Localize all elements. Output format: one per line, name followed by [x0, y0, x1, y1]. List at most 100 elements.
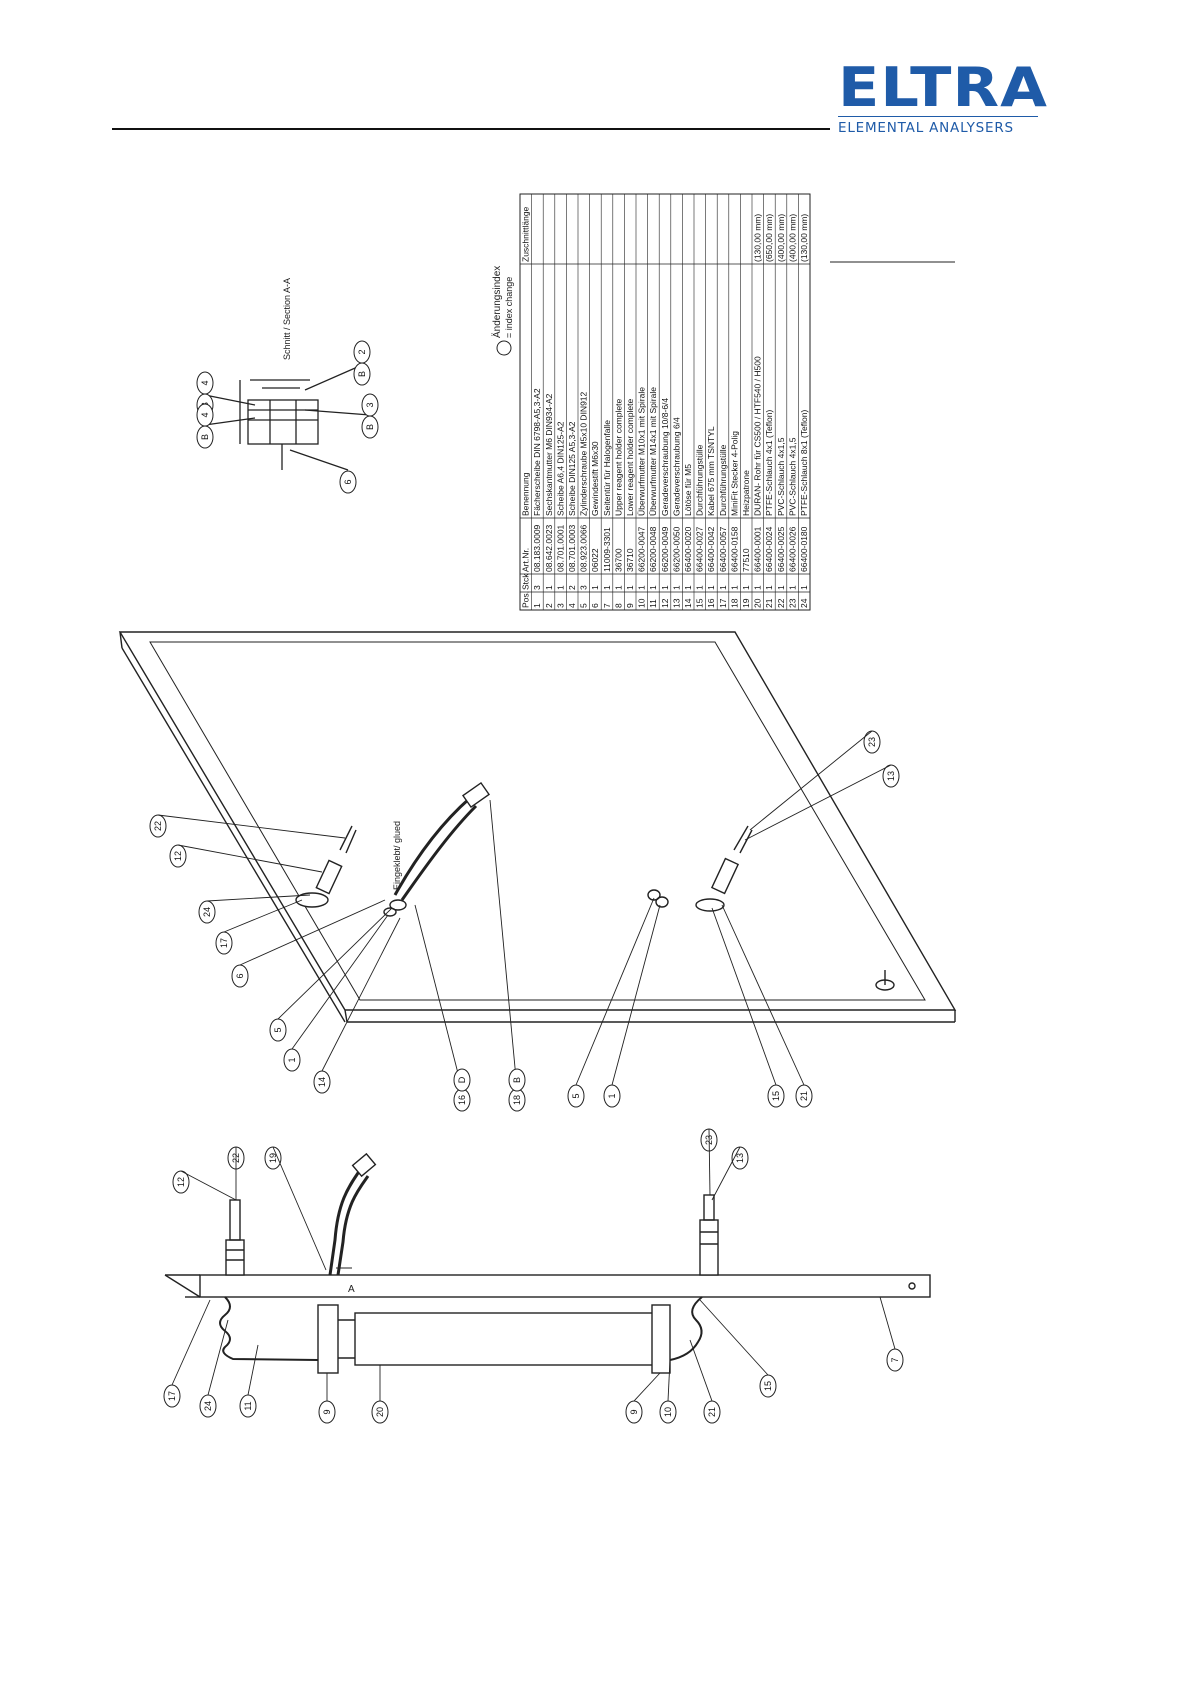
callout-label: 2	[357, 349, 367, 354]
callout-label: 15	[771, 1091, 781, 1101]
table-cell: 66200-0049	[660, 526, 670, 572]
callout-label: 20	[375, 1407, 385, 1417]
callout-bubble: 14	[313, 1070, 331, 1094]
table-header-cell: Zuschnittlänge	[521, 206, 531, 262]
callout-bubble: 21	[795, 1084, 813, 1108]
callout-leader	[414, 904, 463, 1090]
callout-label: 12	[176, 1177, 186, 1187]
panel-inner	[149, 641, 926, 1001]
table-cell: 15	[695, 598, 705, 608]
callout-leader	[744, 764, 892, 841]
callout-leader	[239, 899, 386, 966]
table-cell: Scheibe DIN125 A5,3-A2	[567, 421, 577, 516]
table-cell: 08.701.0001	[555, 524, 565, 572]
table-cell: Gewindestift M6x30	[590, 441, 600, 516]
table-cell: 7	[602, 603, 612, 608]
callout-label: B	[357, 371, 367, 377]
callout-leader	[879, 1296, 896, 1350]
callout-bubble: 12	[172, 1170, 190, 1194]
logo-word: ELTRA	[838, 56, 1049, 119]
callout-label: 22	[153, 821, 163, 831]
table-cell: (400,00 mm)	[787, 214, 797, 262]
callout-leader	[247, 1344, 259, 1396]
table-cell: 1	[544, 585, 554, 590]
table-header-cell: Stck	[521, 573, 531, 590]
table-cell: 23	[787, 598, 797, 608]
callout-label: 17	[167, 1391, 177, 1401]
table-cell: 11009-3301	[602, 527, 612, 572]
callout-label: 1	[287, 1057, 297, 1062]
callout-label: 1	[607, 1093, 617, 1098]
table-cell: 14	[683, 598, 693, 608]
legend-line2: = index change	[504, 277, 514, 338]
section-body	[247, 399, 319, 445]
callout-label: 24	[202, 907, 212, 917]
callout-bubble: 23	[863, 730, 881, 754]
callout-label: 15	[763, 1381, 773, 1391]
callout-leader	[489, 799, 518, 1090]
table-cell: Heizpatrone	[741, 470, 751, 516]
callout-leader	[177, 844, 323, 873]
callout-label: 16	[457, 1095, 467, 1105]
callout-label: 13	[886, 771, 896, 781]
callout-bubble: 9	[318, 1400, 336, 1424]
table-cell: 66400-0026	[787, 526, 797, 572]
legend: Änderungsindex = index change	[491, 266, 514, 356]
table-cell: 1	[602, 585, 612, 590]
table-cell: Scheibe A6,4 DIN125-A2	[555, 421, 565, 516]
table-cell: 24	[799, 598, 809, 608]
section-detail	[204, 364, 371, 471]
callout-label: 18	[512, 1095, 522, 1105]
table-cell: 1	[625, 585, 635, 590]
callout-bubble: 2	[353, 340, 371, 364]
table-cell: 66400-0057	[718, 526, 728, 572]
callout-bubble: B	[361, 415, 379, 439]
callout-leader	[708, 1128, 711, 1196]
callout-bubble: 24	[198, 900, 216, 924]
table-cell: 1	[683, 585, 693, 590]
table-cell: 3	[555, 603, 565, 608]
table-cell: 17	[718, 598, 728, 608]
callout-bubble: 17	[215, 931, 233, 955]
table-cell: (650,00 mm)	[764, 214, 774, 262]
callout-label: 21	[799, 1091, 809, 1101]
table-cell: Überwurfmutter M10x1 mit Spirale	[637, 387, 647, 516]
table-cell: 66400-0024	[764, 526, 774, 572]
callout-bubble: 6	[339, 470, 357, 494]
table-cell: 66200-0050	[671, 526, 681, 572]
table-cell: 1	[648, 585, 658, 590]
table-cell: 06022	[590, 548, 600, 572]
table-cell: Durchführungstülle	[718, 444, 728, 516]
callout-label: 11	[243, 1401, 253, 1410]
callout-label: 23	[867, 737, 877, 747]
callout-label: 21	[707, 1407, 717, 1417]
table-cell: 36700	[613, 548, 623, 572]
eltra-logo: ELTRA ELEMENTAL ANALYSERS	[838, 58, 1047, 136]
table-cell: 66200-0047	[637, 526, 647, 572]
callout-bubble: 12	[169, 844, 187, 868]
callout-bubble: 15	[759, 1374, 777, 1398]
table-cell: Durchführungstülle	[695, 444, 705, 516]
callout-leader	[689, 1339, 713, 1402]
callout-leader	[721, 904, 805, 1086]
table-cell: 1	[741, 585, 751, 590]
callout-bubble: 10	[659, 1400, 677, 1424]
table-cell: PVC-Schlauch 4x1,5	[776, 437, 786, 516]
panel-outer	[118, 631, 957, 1011]
callout-leader	[277, 907, 393, 1020]
callout-bubble: 15	[767, 1084, 785, 1108]
table-cell: 66400-0027	[695, 526, 705, 572]
parts-table: Pos.StckArt.Nr.BenennungZuschnittlänge13…	[519, 193, 811, 611]
table-cell: 77510	[741, 548, 751, 572]
table-cell: Sechskantmutter M6 DIN934-A2	[544, 393, 554, 516]
callout-label: B	[512, 1077, 522, 1083]
table-cell: Lower reagent holder complete	[625, 399, 635, 516]
callout-leader	[711, 907, 777, 1086]
table-cell: PVC-Schlauch 4x1,5	[787, 437, 797, 516]
callout-label: 17	[219, 938, 229, 948]
table-cell: 18	[729, 598, 739, 608]
glued-annotation: Eingeklebt/ glued	[392, 821, 402, 890]
table-cell: 19	[741, 598, 751, 608]
table-cell: Geradeverschraubung 6/4	[671, 417, 681, 516]
